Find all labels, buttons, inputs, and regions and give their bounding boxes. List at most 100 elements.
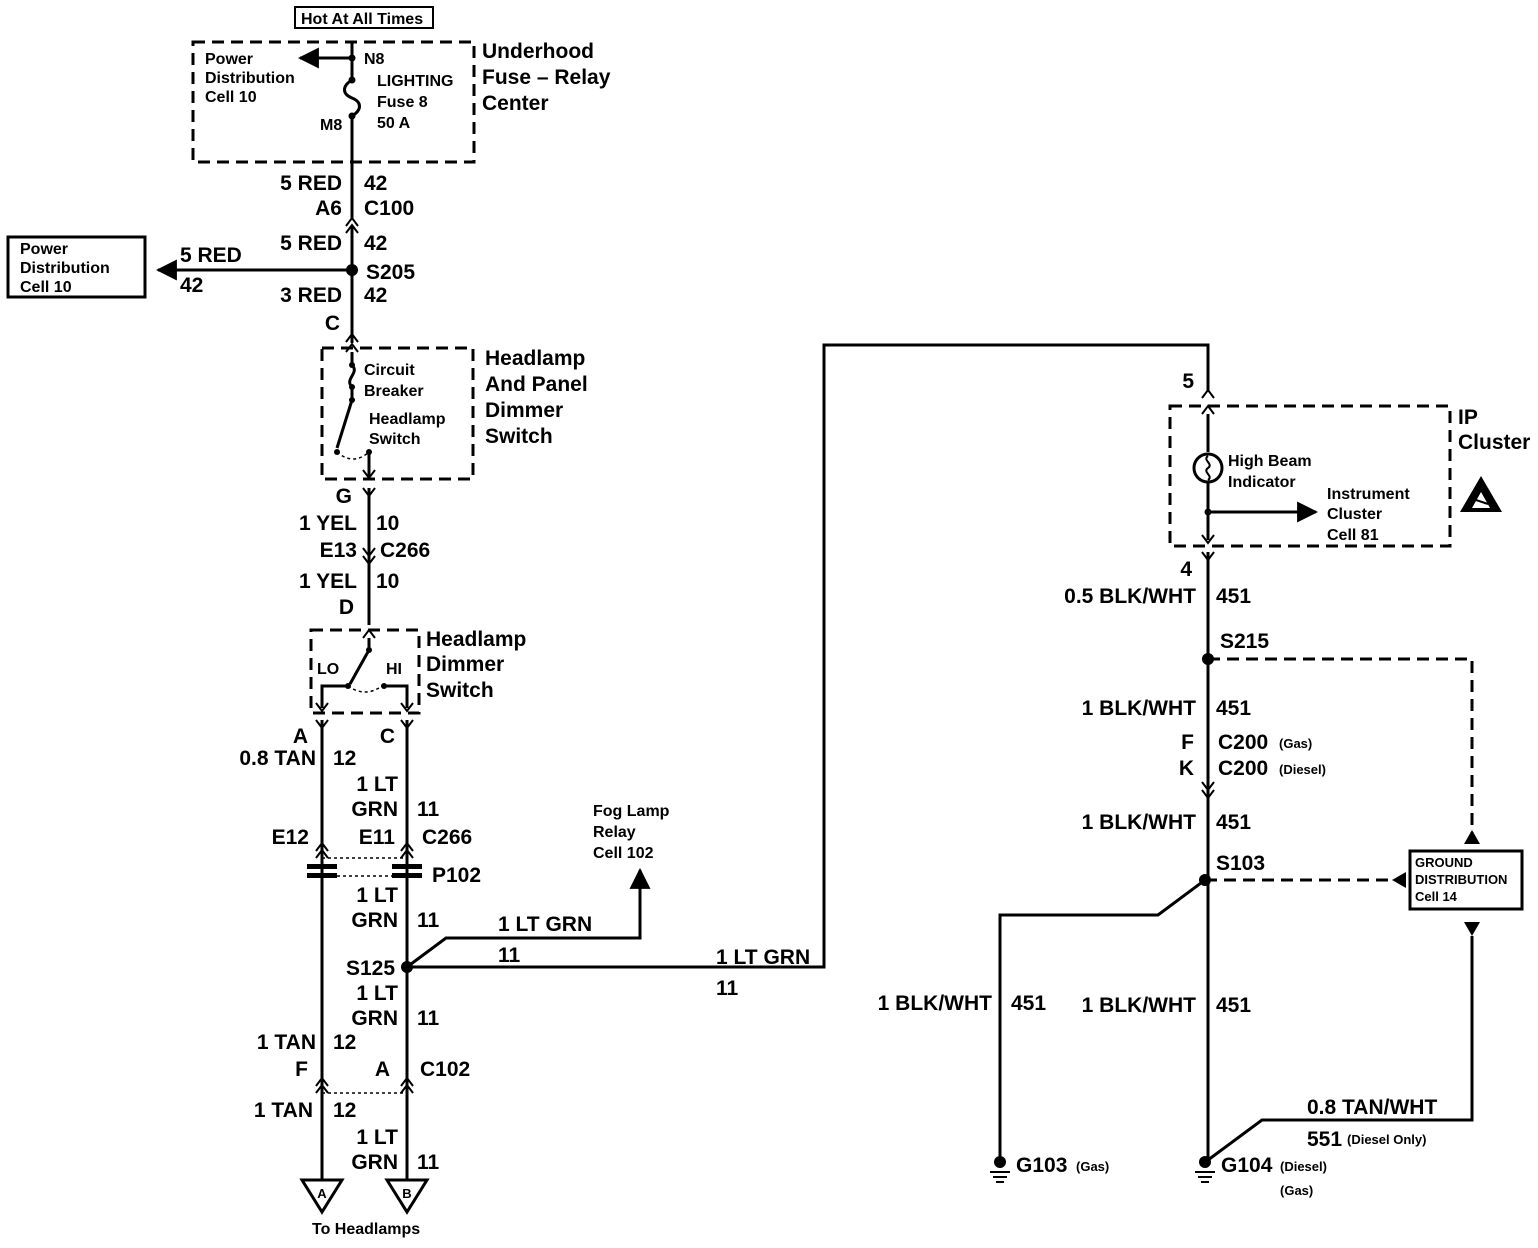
wire-ltgrn-4-size-2: GRN (351, 1151, 398, 1174)
c200-diesel-note: (Diesel) (1279, 762, 1326, 777)
dimmer-lo: LO (317, 661, 339, 678)
g103-note: (Gas) (1076, 1159, 1109, 1174)
wire-tan-1-pin: F (295, 1058, 308, 1081)
dimmer-title-1: Headlamp (426, 628, 526, 651)
wire-tan-2-num: 12 (333, 1099, 356, 1122)
ip-cluster-title-2: Cluster (1458, 431, 1530, 454)
wire-ltgrn-2-size-2: GRN (351, 909, 398, 932)
wire-fog-size: 1 LT GRN (498, 913, 592, 936)
fuse-relay-title-3: Center (482, 92, 549, 115)
fuse-terminal-m8: M8 (320, 117, 342, 134)
wire-yel-2-pin: D (339, 596, 354, 619)
c266-left-pin: E12 (272, 826, 309, 849)
cluster-ref-1: Instrument (1327, 486, 1410, 503)
wire-ltgrn-1-num: 11 (417, 798, 440, 821)
ground-box-3: Cell 14 (1415, 889, 1458, 904)
wire-s205-down-size: 3 RED (280, 284, 342, 307)
wire-mid-num: 42 (364, 232, 387, 255)
power-dist-box-3: Cell 10 (20, 279, 72, 296)
splice-s215-label: S215 (1220, 630, 1269, 653)
high-beam-label-1: High Beam (1228, 453, 1312, 470)
fuse-label-2: Fuse 8 (377, 94, 428, 111)
dimmer-title-3: Switch (426, 679, 494, 702)
pin-a: A (293, 725, 308, 748)
branch-s205-num: 42 (180, 274, 203, 297)
wire-tan-1-num: 12 (333, 1031, 356, 1054)
circuit-breaker-icon (348, 363, 356, 389)
headlamp-ref-a: A (299, 1178, 345, 1215)
headlamp-panel-title-3: Dimmer (485, 399, 563, 422)
g103-name: G103 (1016, 1154, 1067, 1177)
wire-ltgrn-2-num: 11 (417, 909, 440, 932)
wire-bw-1b-size: 1 BLK/WHT (1082, 811, 1196, 834)
c102-pin: A (375, 1058, 390, 1081)
ip-cluster-title-1: IP (1458, 406, 1478, 429)
splice-s103-label: S103 (1216, 852, 1265, 875)
headlamp-panel-switch: Headlamp And Panel Dimmer Switch Circuit… (320, 342, 588, 481)
fog-relay-3: Cell 102 (593, 845, 654, 862)
fuse-relay-title-1: Underhood (482, 40, 594, 63)
fuse-power-dist-3: Cell 10 (205, 89, 257, 106)
wire-yel-1-size: 1 YEL (299, 512, 357, 535)
wire-yel-2-num: 10 (376, 570, 399, 593)
wire-s205-down-pin: C (325, 312, 340, 335)
hl-switch-label-1: Headlamp (369, 411, 446, 428)
g104-note-2: (Gas) (1280, 1183, 1313, 1198)
wire-bw-right-num: 451 (1216, 994, 1251, 1017)
power-dist-box-1: Power (20, 241, 68, 258)
wire-tan-08-num: 12 (333, 747, 356, 770)
dimmer-switch-icon (348, 649, 371, 685)
wire-top-num: 42 (364, 172, 387, 195)
headlamp-ref-b-label: B (402, 1186, 411, 1201)
wire-fog-num: 11 (498, 944, 521, 967)
headlamp-dimmer-switch: Headlamp Dimmer Switch LO HI (309, 628, 526, 715)
cluster-ref-3: Cell 81 (1327, 527, 1379, 544)
headlamp-panel-title-1: Headlamp (485, 347, 585, 370)
headlamp-panel-title-4: Switch (485, 425, 553, 448)
splice-s125-label: S125 (346, 957, 395, 980)
fog-relay-1: Fog Lamp (593, 803, 670, 820)
c102-conn: C102 (420, 1058, 470, 1081)
breaker-label-2: Breaker (364, 383, 424, 400)
wire-ltgrn-3-size-1: 1 LT (356, 982, 398, 1005)
fuse-icon (343, 78, 361, 118)
connector-p102-icon (307, 841, 422, 878)
wire-ltgrn-3-num: 11 (417, 1007, 440, 1030)
wire-tanwht-num: 551 (1307, 1128, 1342, 1151)
wire-tanwht-note: (Diesel Only) (1347, 1132, 1426, 1147)
branch-s205-size: 5 RED (180, 244, 242, 267)
splice-s205-label: S205 (366, 261, 415, 284)
headlamp-switch-icon (335, 399, 354, 449)
wire-top-size: 5 RED (280, 172, 342, 195)
g104-name: G104 (1221, 1154, 1273, 1177)
wire-ltgrn-1-size-2: GRN (351, 798, 398, 821)
ip-pin-5: 5 (1182, 370, 1194, 393)
headlamp-ref-a-label: A (317, 1186, 327, 1201)
esd-warning-icon (1460, 476, 1502, 512)
high-beam-label-2: Indicator (1228, 474, 1296, 491)
ip-cluster: IP Cluster High Beam Indicator Instrumen… (1168, 404, 1530, 548)
g104-note-1: (Diesel) (1280, 1159, 1327, 1174)
fuse-label-3: 50 A (377, 115, 411, 132)
ip-pin-4: 4 (1180, 558, 1192, 581)
hot-label: Hot At All Times (301, 11, 423, 28)
fuse-terminal-n8: N8 (364, 51, 385, 68)
ground-box-1: GROUND (1415, 855, 1473, 870)
connector-c100-icon (345, 216, 359, 234)
c200-pin-f: F (1181, 731, 1194, 754)
wire-tanwht-size: 0.8 TAN/WHT (1307, 1096, 1437, 1119)
wire-yel-2-size: 1 YEL (299, 570, 357, 593)
wire-ltgrn-2-size-1: 1 LT (356, 884, 398, 907)
cluster-ref-2: Cluster (1327, 506, 1382, 523)
wire-yel-1-pin: E13 (320, 539, 357, 562)
fuse-power-dist-2: Distribution (205, 70, 295, 87)
fuse-power-dist-1: Power (205, 51, 253, 68)
wire-long-size: 1 LT GRN (716, 946, 810, 969)
fog-relay-2: Relay (593, 824, 636, 841)
ground-distribution-box: GROUND DISTRIBUTION Cell 14 (1408, 849, 1524, 911)
wire-tan-2-size: 1 TAN (254, 1099, 313, 1122)
c200-conn-gas: C200 (1218, 731, 1268, 754)
wire-ltgrn-4-size-1: 1 LT (356, 1126, 398, 1149)
hl-switch-label-2: Switch (369, 431, 421, 448)
c266-right-pin: E11 (359, 826, 396, 849)
